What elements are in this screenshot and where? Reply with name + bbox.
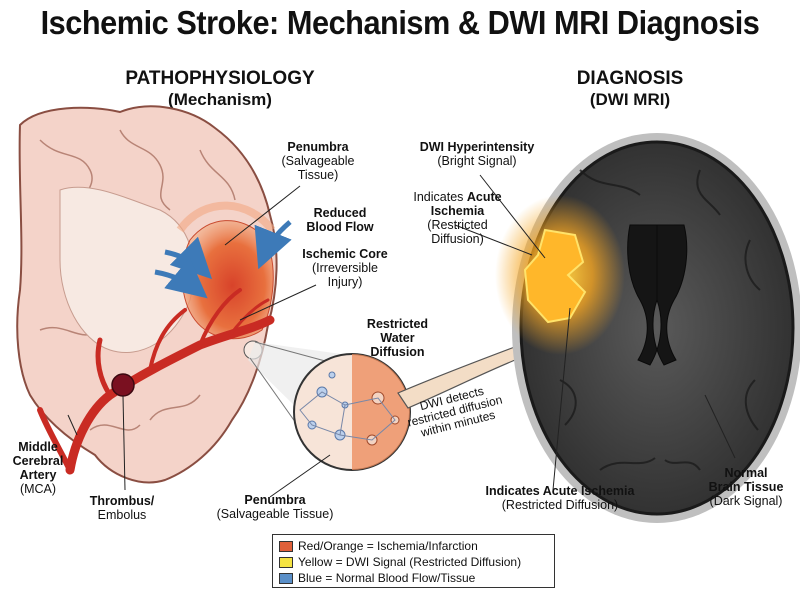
- legend-label-ischemia: Red/Orange = Ischemia/Infarction: [298, 539, 478, 553]
- restricted-diffusion-label: Restricted Water Diffusion: [355, 317, 440, 359]
- penumbra-region: [176, 201, 276, 233]
- mca-line3: Artery: [19, 468, 57, 482]
- dwi-mri-subtitle: (DWI MRI): [589, 90, 671, 109]
- diagnosis-heading: DIAGNOSIS (DWI MRI): [530, 68, 730, 110]
- mca-label: Middle Cerebral Artery (MCA): [8, 440, 68, 496]
- cell-magnification: [293, 353, 411, 471]
- indicates-acute-word: Acute: [466, 190, 502, 204]
- normal-line1: Normal: [724, 466, 768, 480]
- legend-label-dwi: Yellow = DWI Signal (Restricted Diffusio…: [298, 555, 522, 569]
- penumbra-bottom-label: Penumbra (Salvageable Tissue): [200, 493, 350, 521]
- mca-line1: Middle: [18, 440, 58, 454]
- dwi-hyperintensity-label: DWI Hyperintensity (Bright Signal): [402, 140, 552, 168]
- normal-line3: (Dark Signal): [709, 494, 783, 508]
- ischemic-core-title: Ischemic Core: [302, 247, 388, 261]
- indicates-top-line2: Diffusion): [431, 232, 484, 246]
- thrombus-title: Thrombus/: [89, 494, 155, 508]
- color-legend: Red/Orange = Ischemia/Infarction Yellow …: [272, 534, 555, 588]
- penumbra-bottom-line1: (Salvageable Tissue): [216, 507, 334, 521]
- thrombus-label: Thrombus/ Embolus: [82, 494, 162, 522]
- brain-slice-group: [16, 105, 292, 484]
- indicates-acute-top-label: Indicates Acute Ischemia (Restricted Dif…: [400, 190, 515, 246]
- dwi-hyper-title: DWI Hyperintensity: [419, 140, 535, 154]
- blood-flow-arrows: [154, 220, 292, 299]
- indicates-ischemia-word: Ischemia: [430, 204, 485, 218]
- restricted-line2: Water: [380, 331, 415, 345]
- lateral-ventricles: [627, 224, 688, 366]
- penumbra-top-line1: (Salvageable: [281, 154, 355, 168]
- mca-line4: (MCA): [19, 482, 57, 496]
- reduced-flow-line2: Blood Flow: [306, 220, 374, 234]
- mri-scan: [495, 133, 800, 523]
- mechanism-subtitle: (Mechanism): [168, 90, 272, 109]
- indicates-acute-bottom-label: Indicates Acute Ischemia (Restricted Dif…: [460, 484, 660, 512]
- page-title: Ischemic Stroke: Mechanism & DWI MRI Dia…: [40, 4, 760, 41]
- thrombus-clot: [111, 373, 135, 397]
- normal-brain-tissue-label: Normal Brain Tissue (Dark Signal): [696, 466, 796, 508]
- penumbra-top-label: Penumbra (Salvageable Tissue): [268, 140, 368, 182]
- penumbra-bottom-title: Penumbra: [244, 493, 306, 507]
- legend-swatch-ischemia: [279, 540, 293, 552]
- legend-swatch-normal: [279, 572, 293, 584]
- indicates-bottom-line1: (Restricted Diffusion): [501, 498, 619, 512]
- penumbra-top-title: Penumbra: [287, 140, 349, 154]
- dwi-hyperintensity: [523, 228, 587, 324]
- pathophysiology-title: PATHOPHYSIOLOGY: [125, 68, 315, 89]
- diagnosis-title: DIAGNOSIS: [576, 68, 684, 89]
- legend-swatch-dwi: [279, 556, 293, 568]
- dwi-hyper-line1: (Bright Signal): [437, 154, 517, 168]
- restricted-line3: Diffusion: [370, 345, 425, 359]
- restricted-line1: Restricted: [366, 317, 429, 331]
- reduced-flow-line1: Reduced: [313, 206, 367, 220]
- ischemic-core-line2: Injury): [327, 275, 363, 289]
- penumbra-top-line2: Tissue): [297, 168, 339, 182]
- indicates-bottom-title: Indicates Acute Ischemia: [485, 484, 635, 498]
- legend-item: Yellow = DWI Signal (Restricted Diffusio…: [279, 554, 548, 570]
- legend-item: Blue = Normal Blood Flow/Tissue: [279, 570, 548, 586]
- normal-line2: Brain Tissue: [708, 480, 784, 494]
- artery-tree: [37, 288, 275, 475]
- ischemic-core-label: Ischemic Core (Irreversible Injury): [290, 247, 400, 289]
- reduced-blood-flow-label: Reduced Blood Flow: [295, 206, 385, 234]
- indicates-top-line1: (Restricted: [427, 218, 488, 232]
- indicates-prefix: Indicates: [413, 190, 464, 204]
- mca-line2: Cerebral: [12, 454, 64, 468]
- pathophysiology-heading: PATHOPHYSIOLOGY (Mechanism): [90, 68, 350, 110]
- ischemic-core-line1: (Irreversible: [312, 261, 378, 275]
- legend-label-normal: Blue = Normal Blood Flow/Tissue: [298, 571, 476, 585]
- thrombus-line1: Embolus: [97, 508, 147, 522]
- legend-item: Red/Orange = Ischemia/Infarction: [279, 538, 548, 554]
